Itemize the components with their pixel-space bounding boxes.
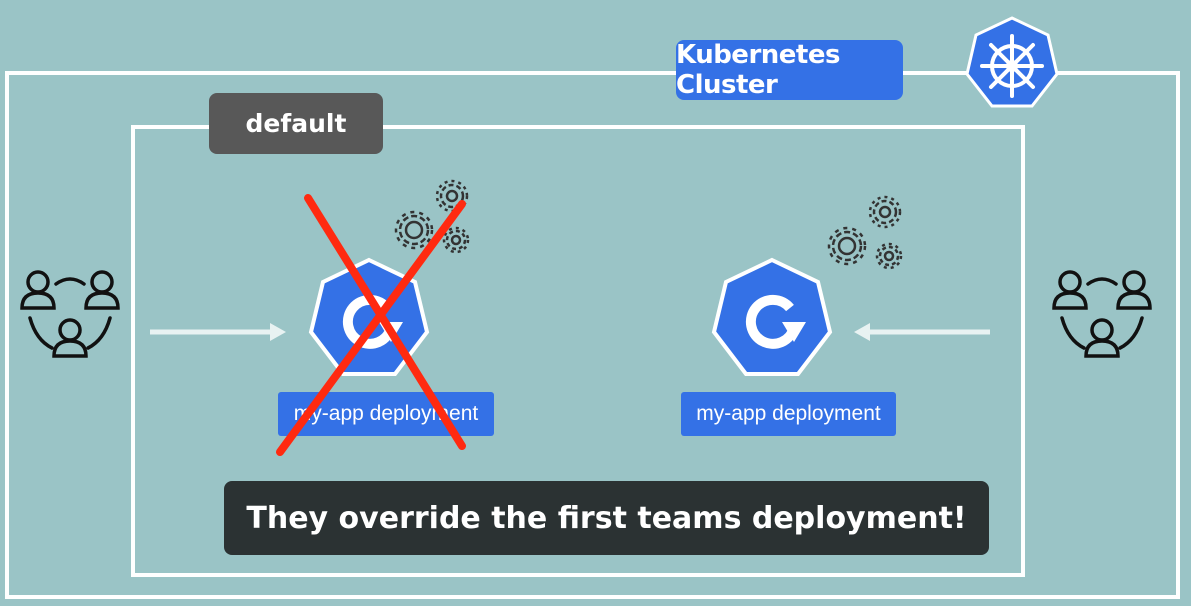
- gears-icon: [827, 195, 903, 270]
- kubernetes-helm-icon: [965, 16, 1059, 108]
- cluster-boundary: [5, 71, 1180, 599]
- arrow-left-icon: [854, 323, 990, 341]
- gears-icon: [394, 179, 470, 254]
- deployment-label: my-app deployment: [681, 392, 896, 436]
- deployment-label: my-app deployment: [278, 392, 494, 436]
- cross-out-icon: [276, 194, 466, 456]
- team-icon: [1052, 270, 1152, 358]
- arrow-right-icon: [150, 323, 286, 341]
- namespace-label: default: [209, 93, 383, 154]
- cluster-label: Kubernetes Cluster: [676, 40, 903, 100]
- caption-banner: They override the first teams deployment…: [224, 481, 989, 555]
- namespace-boundary: [131, 125, 1025, 577]
- team-icon: [20, 270, 120, 358]
- deployment-icon: [711, 257, 833, 376]
